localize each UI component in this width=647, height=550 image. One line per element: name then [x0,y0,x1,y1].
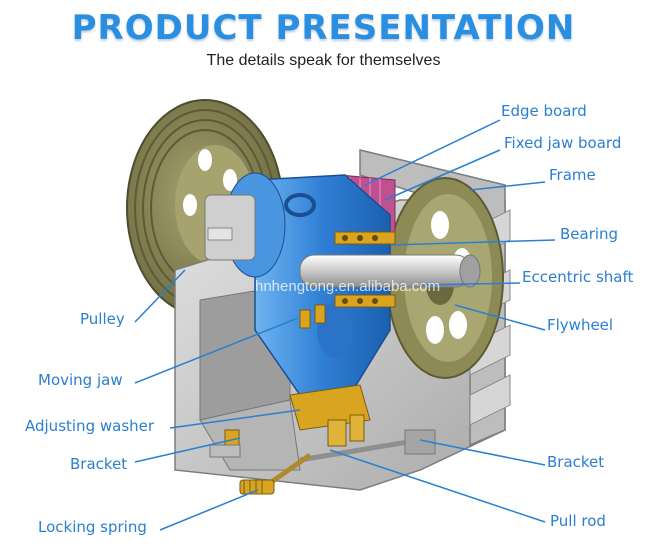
bearing-housing [204,194,256,261]
label-pulley: Pulley [80,310,125,328]
label-bearing: Bearing [560,225,619,243]
bearing [334,231,396,308]
label-edge-board: Edge board [501,102,587,120]
label-flywheel: Flywheel [547,316,614,334]
label-bracket-right: Bracket [547,453,605,471]
label-adjusting-washer: Adjusting washer [25,417,155,435]
page-title: PRODUCT PRESENTATION [71,8,576,48]
watermark: hnhengtong.en.alibaba.com [255,278,441,295]
adjusting-washer-springs [289,304,371,447]
label-locking-spring: Locking spring [38,518,147,536]
label-pull-rod: Pull rod [550,512,606,530]
label-eccentric-shaft: Eccentric shaft [522,268,634,286]
label-bracket-left: Bracket [70,455,128,473]
label-frame: Frame [549,166,596,184]
page-subtitle: The details speak for themselves [206,52,441,69]
label-moving-jaw: Moving jaw [38,371,123,389]
leader-lines [134,119,556,531]
label-fixed-jaw-board: Fixed jaw board [504,134,622,152]
eccentric-shaft [299,254,481,288]
bracket [209,429,436,458]
